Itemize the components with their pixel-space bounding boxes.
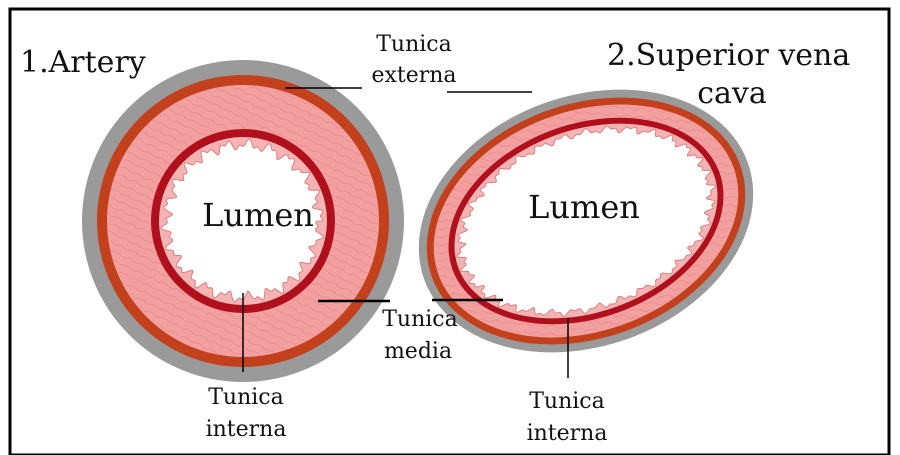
lumen-label-artery: Lumen [202, 196, 314, 234]
tunica-media-label-line1: Tunica [382, 307, 458, 332]
tunica-externa-label-line2: externa [371, 63, 456, 88]
title-artery: 1.Artery [20, 45, 146, 80]
tunica-externa-label-line1: Tunica [376, 32, 452, 57]
tunica-interna-artery-label-line1: Tunica [208, 385, 284, 410]
tunica-interna-vein-label-line1: Tunica [529, 389, 605, 414]
tunica-media-label-line2: media [384, 339, 452, 364]
lumen-label-vein: Lumen [528, 188, 640, 226]
tunica-interna-artery-label-line2: interna [206, 417, 287, 442]
title-vena-cava-line2: cava [697, 76, 767, 111]
title-vena-cava-line1: 2.Superior vena [607, 38, 850, 73]
tunica-interna-vein-label-line2: interna [527, 421, 608, 446]
